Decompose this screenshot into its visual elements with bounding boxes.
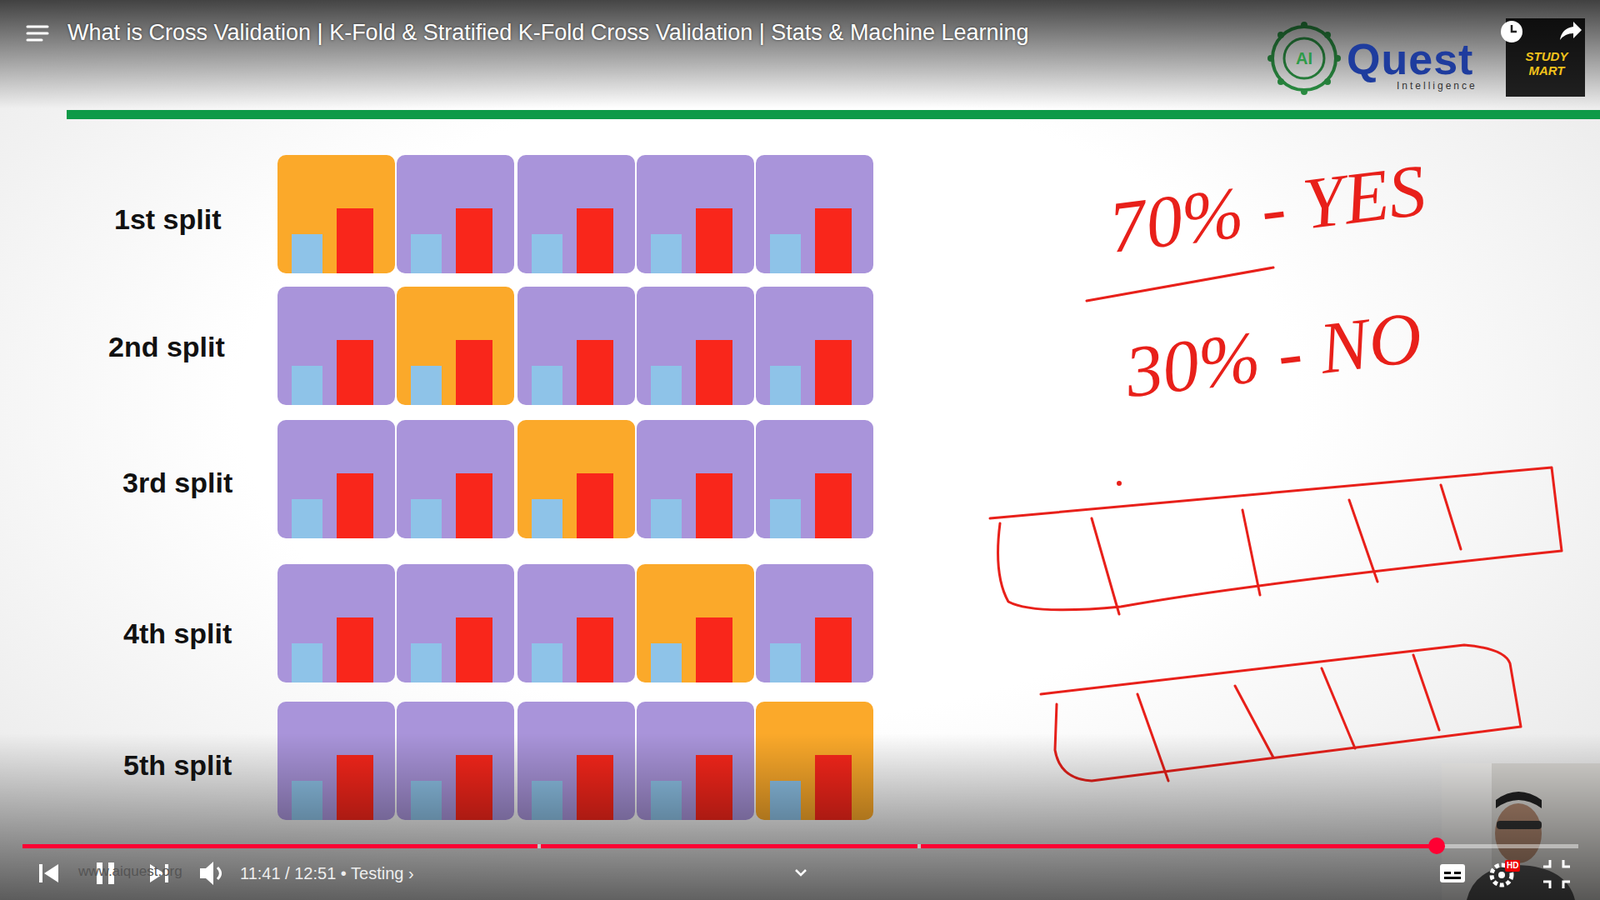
- split-label: 1st split: [114, 203, 221, 236]
- menu-icon: [27, 26, 48, 40]
- green-rule: [66, 110, 1600, 120]
- video-title: What is Cross Validation | K-Fold & Stra…: [67, 20, 1030, 46]
- right-controls: [1440, 860, 1570, 889]
- share-icon: [1560, 21, 1582, 40]
- split-label: 3rd split: [122, 466, 233, 500]
- time-display: 11:41 / 12:51 • Testing ›: [240, 864, 415, 884]
- handwriting: [990, 267, 1562, 781]
- watermark: www.aiquest.org: [78, 863, 183, 880]
- handwritten-note: 70% - YES: [1104, 147, 1430, 270]
- channel-badge-text: STUDY MART: [1516, 50, 1577, 78]
- split-label: 4th split: [123, 617, 232, 650]
- hd-badge: HD: [1505, 860, 1520, 872]
- brand-tagline: Intelligence: [1396, 80, 1478, 93]
- chevron: [795, 870, 806, 875]
- split-label: 2nd split: [108, 330, 225, 364]
- progress-bar: [22, 837, 1579, 855]
- playback-icons: [39, 861, 221, 885]
- clock-icon: [1500, 20, 1523, 43]
- brand-name: Quest: [1346, 35, 1474, 85]
- handwritten-note: 30% - NO: [1120, 295, 1427, 415]
- logo-mark: AI: [1295, 49, 1313, 69]
- fold-grid: [277, 155, 874, 820]
- split-label: 5th split: [123, 749, 232, 782]
